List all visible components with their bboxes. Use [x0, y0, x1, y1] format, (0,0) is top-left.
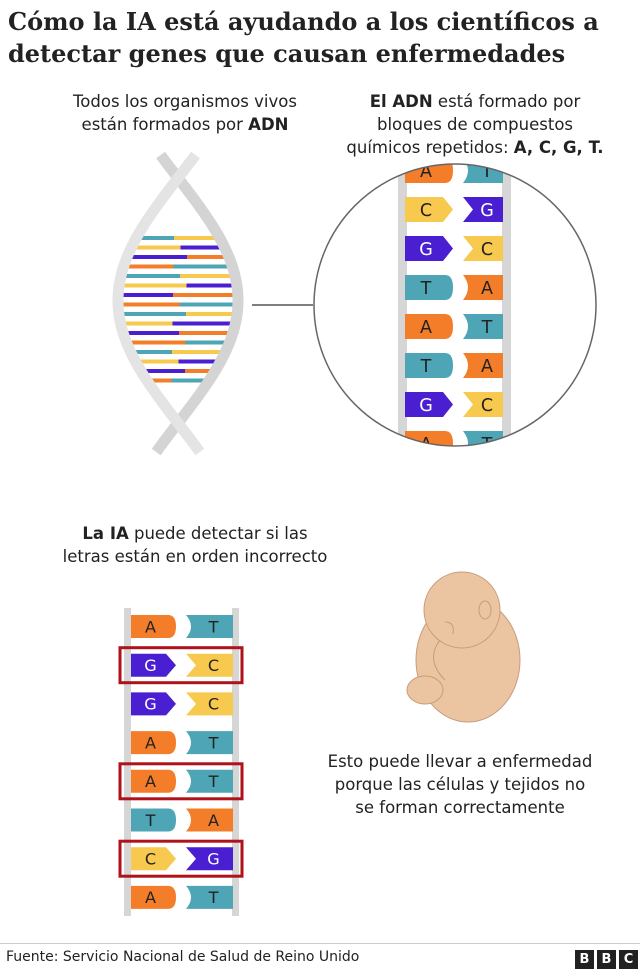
disease-line: se forman correctamente [355, 798, 565, 817]
base-A [131, 769, 176, 793]
ai-line: La IA puede detectar si las [82, 524, 308, 543]
source-footer: Fuente: Servicio Nacional de Salud de Re… [6, 949, 360, 965]
base-T [131, 808, 176, 832]
base-T [186, 615, 233, 638]
base-letter: C [145, 849, 156, 868]
base-letter: C [208, 656, 219, 675]
base-A [186, 808, 233, 832]
base-C [463, 236, 503, 261]
ai-text: La IA puede detectar si las letras están… [30, 522, 360, 568]
base-letter: A [208, 811, 219, 830]
base-letter: A [145, 772, 156, 791]
base-letter: A [145, 617, 156, 636]
base-A [405, 314, 453, 339]
embryo-illustration [406, 571, 521, 723]
base-T [186, 769, 233, 793]
base-T [405, 275, 453, 300]
base-A [131, 885, 176, 909]
adn-text: El ADN está formado por bloques de compu… [325, 90, 625, 159]
base-letter: C [481, 240, 493, 260]
base-letter: T [208, 617, 219, 636]
ai-line: letras están en orden incorrecto [62, 547, 328, 566]
base-letter: A [145, 888, 156, 907]
base-C [405, 197, 453, 222]
base-letter: A [420, 318, 432, 338]
base-letter: A [481, 357, 493, 377]
base-A [463, 275, 503, 300]
helix-strand [151, 151, 244, 456]
base-G [131, 653, 176, 677]
base-T [186, 731, 233, 755]
intro-line: Todos los organismos vivos [73, 92, 297, 111]
adn-line: químicos repetidos: A, C, G, T. [346, 138, 604, 157]
base-letter: A [420, 435, 432, 455]
footer-divider [0, 943, 640, 944]
magnifier-circle [313, 163, 597, 447]
base-letter: G [419, 240, 433, 260]
helix-strand [112, 151, 205, 456]
base-letter: C [208, 695, 219, 714]
base-letter: G [207, 849, 219, 868]
dna-helix-illustration [112, 151, 244, 456]
base-A [131, 615, 176, 638]
base-A [131, 731, 176, 755]
base-C [186, 692, 233, 716]
base-letter: T [145, 811, 156, 830]
adn-line: bloques de compuestos [376, 115, 574, 134]
base-letter: A [481, 279, 493, 299]
base-C [186, 653, 233, 677]
disease-line: Esto puede llevar a enfermedad [327, 752, 593, 771]
base-letter: T [481, 162, 493, 182]
base-C [463, 392, 503, 417]
base-G [405, 236, 453, 261]
base-T [405, 353, 453, 378]
base-letter: T [481, 318, 493, 338]
intro-line: están formados por ADN [81, 115, 289, 134]
base-letter: T [420, 357, 432, 377]
base-letter: A [145, 733, 156, 752]
base-G [405, 392, 453, 417]
base-letter: C [420, 201, 432, 221]
base-letter: G [419, 396, 433, 416]
base-letter: T [208, 888, 219, 907]
error-highlight-box [118, 762, 244, 801]
base-letter: G [480, 201, 494, 221]
base-letter: G [144, 656, 156, 675]
base-A [463, 353, 503, 378]
base-G [131, 692, 176, 716]
base-T [186, 885, 233, 909]
base-letter: T [420, 279, 432, 299]
base-G [186, 847, 233, 871]
title: Cómo la IA está ayudando a los científic… [8, 7, 599, 68]
base-C [131, 847, 176, 871]
error-highlight-box [118, 839, 244, 878]
intro-text: Todos los organismos vivos están formado… [40, 90, 330, 136]
base-letter: T [208, 733, 219, 752]
disease-text: Esto puede llevar a enfermedad porque la… [290, 750, 630, 819]
disease-line: porque las células y tejidos no [334, 775, 586, 794]
base-letter: A [420, 162, 432, 182]
base-G [463, 197, 503, 222]
base-letter: T [208, 772, 219, 791]
adn-line: El ADN está formado por [369, 92, 581, 111]
error-highlight-box [118, 646, 244, 685]
base-letter: G [144, 695, 156, 714]
base-letter: T [481, 435, 493, 455]
base-letter: C [481, 396, 493, 416]
base-T [463, 314, 503, 339]
